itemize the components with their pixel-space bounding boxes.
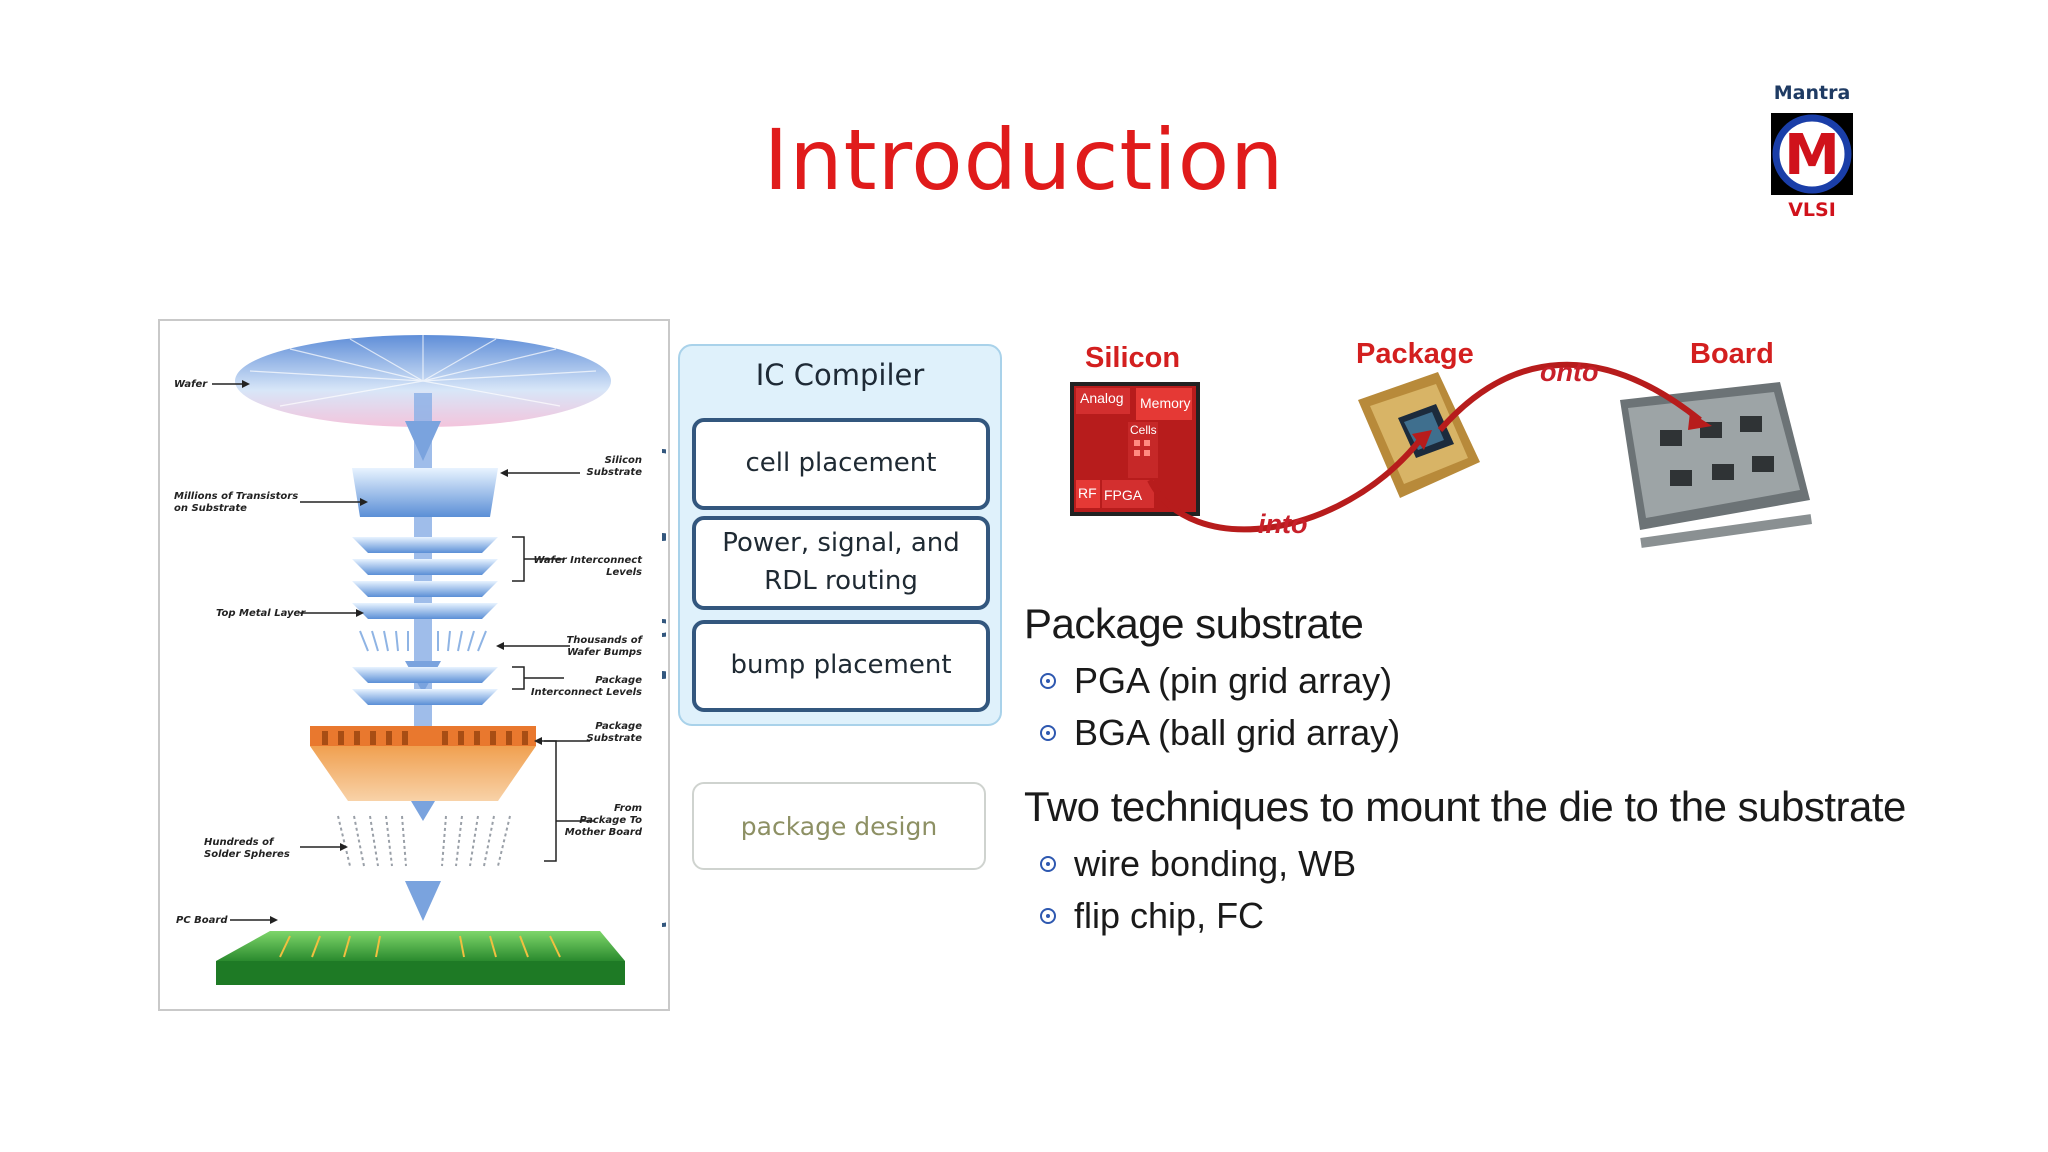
label-solder-1: Hundreds of [204,837,275,848]
pc-board-shape [216,931,625,961]
label-pkg-interconnect-1: Package [595,675,642,686]
into-label: into [1258,509,1307,539]
ic-compiler-title: IC Compiler [755,358,925,392]
package-design-box: package design [692,782,986,870]
label-bumps-2: Wafer Bumps [567,647,642,658]
silicon-substrate-shape [352,468,498,517]
label-interconnect-1: Wafer Interconnect [533,555,643,566]
silicon-package-board-diagram: Silicon Package Board Analog Memory Cell… [1070,338,1812,548]
label-silicon-substrate-2: Substrate [587,467,643,478]
mantra-logo-icon: M [1771,113,1853,195]
logo-top-text: Mantra [1773,82,1851,104]
label-pc-board: PC Board [176,915,228,926]
bullet-flip-chip: flip chip, FC [1040,895,1264,937]
onto-label: onto [1540,357,1598,387]
label-solder-2: Solder Spheres [204,849,290,860]
into-arrow [1147,438,1423,533]
label-pkg-interconnect-2: Interconnect Levels [531,687,642,698]
die-fpga: FPGA [1104,487,1143,503]
cell-placement-box: cell placement [692,418,990,510]
label-from-pkg-2: Package To [579,815,642,826]
label-wafer: Wafer [174,379,208,390]
label-pkg-substrate-2: Substrate [587,733,643,744]
label-transistors-2: on Substrate [174,503,247,514]
die-analog: Analog [1080,390,1124,406]
label-top-metal: Top Metal Layer [216,608,306,619]
label-pkg-substrate-1: Package [595,721,642,732]
onto-arrow [1437,361,1702,432]
label-bumps-1: Thousands of [566,635,643,646]
bullet-icon [1040,673,1056,689]
bullet-bga: BGA (ball grid array) [1040,712,1400,754]
label-silicon-substrate-1: Silicon [605,455,642,466]
bullet-pga-text: PGA (pin grid array) [1074,660,1393,701]
bullet-flip-chip-text: flip chip, FC [1074,895,1265,936]
package-label: Package [1356,338,1474,370]
die-memory: Memory [1140,395,1191,411]
chip-stack-illustration: Wafer Millions of Transistors on Substra… [174,335,666,985]
slide-title: Introduction [763,111,1285,209]
bullet-wire-bonding: wire bonding, WB [1040,843,1356,885]
silicon-label: Silicon [1085,342,1180,374]
die-rf: RF [1078,485,1097,501]
heading-two-techniques: Two techniques to mount the die to the s… [1024,783,1906,830]
bullet-icon [1040,908,1056,924]
routing-label: Power, signal, and RDL routing [722,528,960,596]
bump-placement-box: bump placement [692,620,990,712]
routing-box: Power, signal, and RDL routing [692,516,990,610]
bullet-bga-text: BGA (ball grid array) [1074,712,1401,753]
board-label: Board [1690,338,1774,370]
bullet-pga: PGA (pin grid array) [1040,660,1392,702]
board-image [1620,382,1812,548]
die-cells: Cells [1130,423,1157,437]
bullet-wire-bonding-text: wire bonding, WB [1074,843,1357,884]
bullet-icon [1040,725,1056,741]
label-interconnect-2: Levels [606,567,642,578]
label-from-pkg-1: From [614,803,642,814]
bullet-icon [1040,856,1056,872]
logo-bottom-text: VLSI [1788,199,1836,221]
heading-package-substrate: Package substrate [1024,600,1364,647]
label-transistors-1: Millions of Transistors [174,491,298,502]
label-from-pkg-3: Mother Board [565,827,643,838]
silicon-die: Analog Memory Cells RF FPGA [1070,382,1200,516]
logo-letter: M [1784,123,1840,188]
